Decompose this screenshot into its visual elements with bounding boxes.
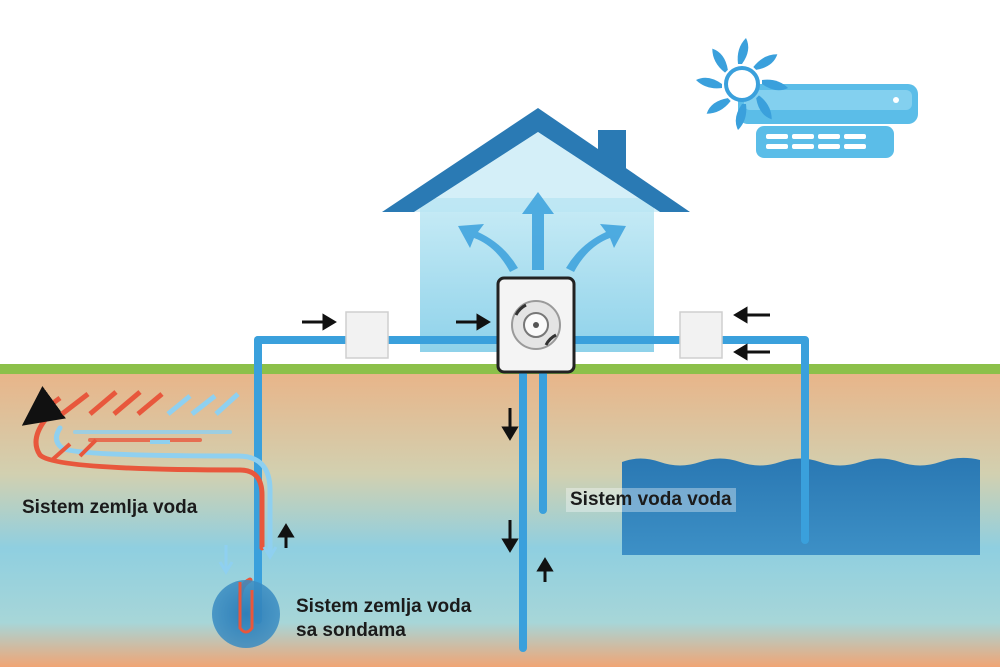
down-arrow-cold-2 — [262, 525, 278, 560]
fan-icon — [696, 38, 788, 130]
probe-loop — [238, 582, 254, 634]
heat-pump-icon — [496, 276, 576, 374]
pipes — [254, 336, 809, 652]
air-flow-arrows — [458, 192, 626, 272]
heat-exchanger-left — [345, 311, 389, 359]
pipe-right — [570, 336, 809, 544]
down-arrow-cold — [218, 545, 234, 575]
flow-direction-arrows — [277, 306, 770, 582]
label-water-water-system: Sistem voda voda — [566, 488, 736, 512]
label-earth-water-probes: Sistem zemlja voda sa sondama — [296, 595, 471, 643]
air-conditioner-icon — [738, 84, 918, 158]
ground-heat-arrows — [21, 386, 240, 462]
label-earth-water-system: Sistem zemlja voda — [22, 497, 198, 518]
label-earth-water-probes-line1: Sistem zemlja voda — [296, 596, 472, 617]
house-roof — [382, 108, 690, 212]
label-earth-water-probes-line2: sa sondama — [296, 620, 406, 641]
borehole-probe — [212, 580, 280, 648]
chimney — [598, 130, 626, 170]
heat-exchanger-right — [679, 311, 723, 359]
